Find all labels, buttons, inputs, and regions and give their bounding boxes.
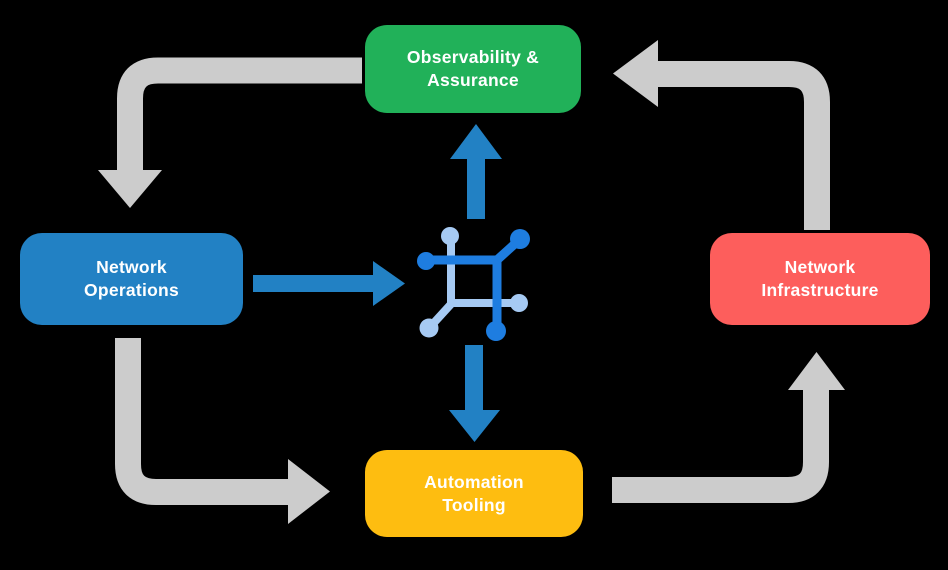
- arrow-infrastructure-to-observability: [613, 40, 830, 230]
- arrow-operations-to-center: [253, 261, 405, 306]
- node-observability-label-line2: Assurance: [427, 70, 519, 90]
- node-automation-tooling: Automation Tooling: [365, 450, 583, 537]
- arrow-center-to-observability: [450, 124, 502, 219]
- node-tooling-label-line2: Tooling: [442, 494, 506, 515]
- arrow-tooling-to-infrastructure: [612, 352, 845, 503]
- node-infrastructure-label-line2: Infrastructure: [761, 280, 879, 300]
- network-platform-icon: [417, 227, 530, 341]
- node-operations-label-line1: Network: [96, 257, 167, 277]
- node-network-infrastructure: Network Infrastructure: [710, 233, 930, 325]
- arrow-center-to-tooling: [449, 345, 500, 442]
- node-observability-label-line1: Observability &: [406, 47, 540, 67]
- node-infrastructure-label-line1: Network: [784, 257, 856, 277]
- node-tooling-label-line1: Automation: [424, 471, 524, 492]
- node-observability-assurance: Observability & Assurance: [365, 25, 581, 113]
- arrow-observability-to-operations: [98, 57, 362, 208]
- node-operations-label-line2: Operations: [84, 280, 179, 300]
- arrow-operations-to-tooling: [115, 338, 330, 524]
- node-network-operations: Network Operations: [20, 233, 243, 325]
